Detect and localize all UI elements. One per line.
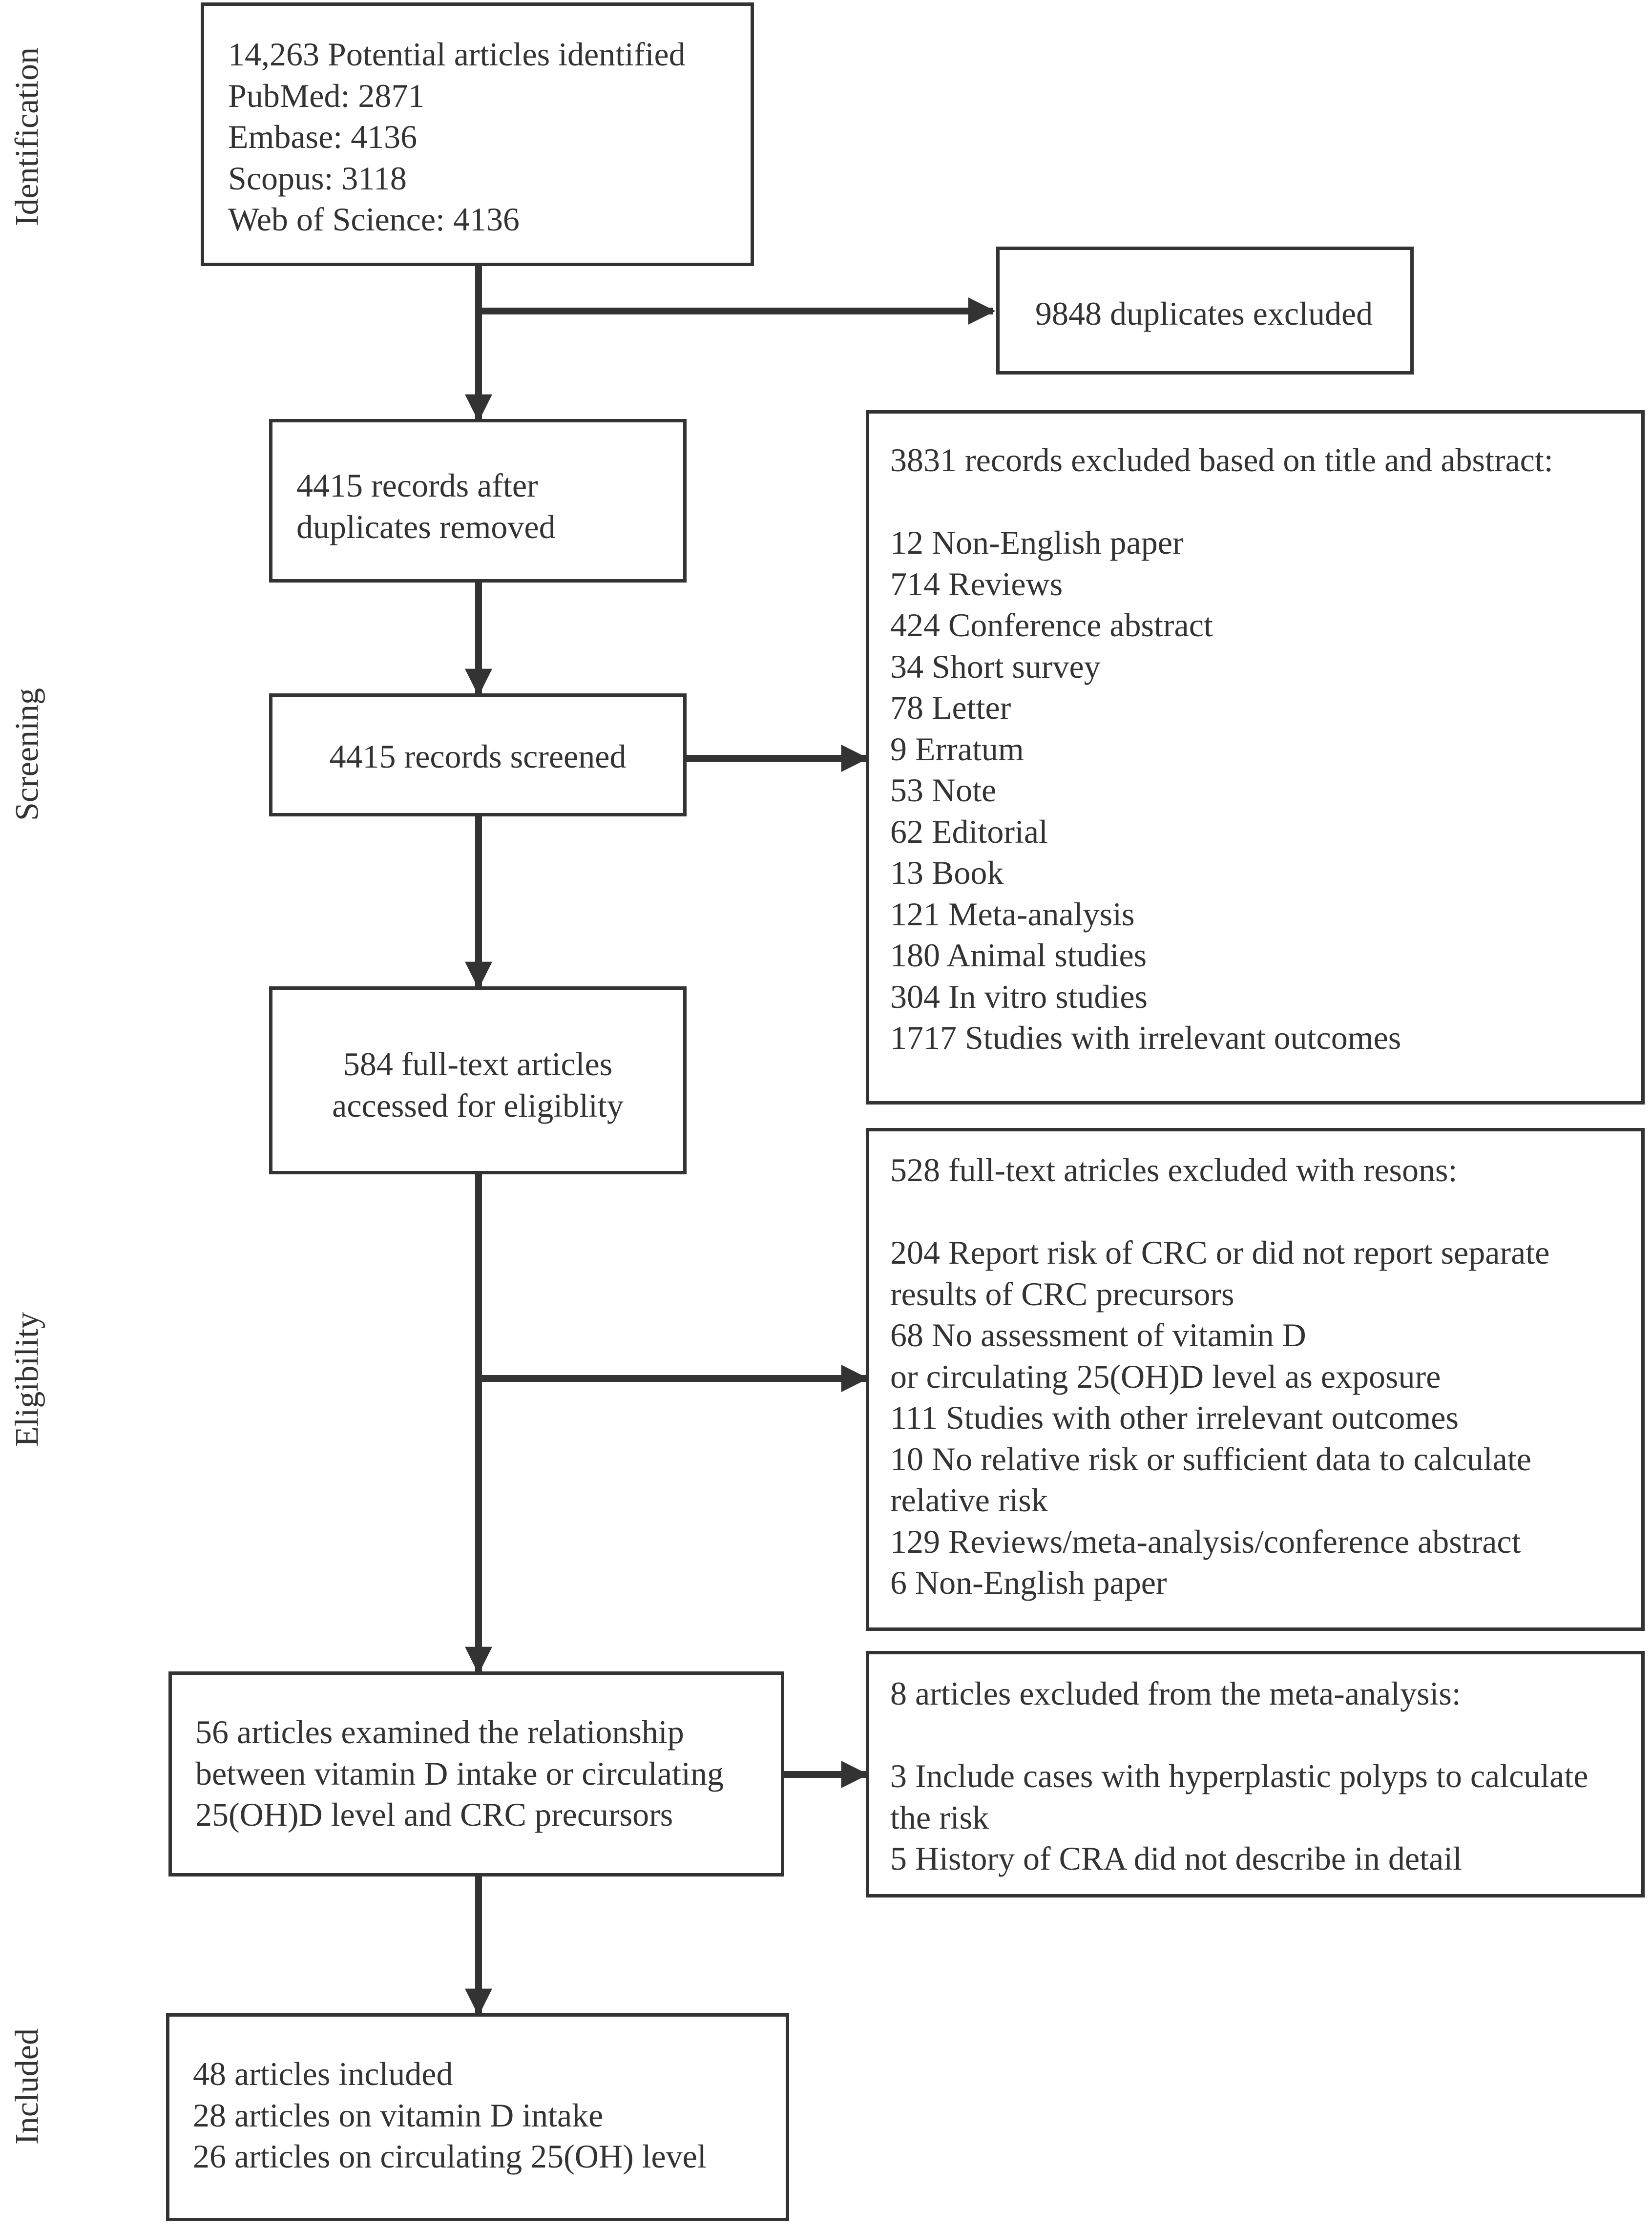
identified-line: Embase: 4136	[228, 118, 418, 155]
stage-eligibility: Eligibility	[8, 1312, 45, 1447]
title-abstract-line: 714 Reviews	[890, 565, 1063, 603]
full-text-excluded-line: or circulating 25(OH)D level as exposure	[890, 1357, 1441, 1395]
title-abstract-line: 180 Animal studies	[890, 937, 1147, 974]
included-line: 48 articles included	[193, 2055, 453, 2092]
included-line: 28 articles on vitamin D intake	[193, 2096, 604, 2134]
full-text-excluded-line: results of CRC precursors	[890, 1275, 1234, 1313]
meta-excluded-line: 8 articles excluded from the meta-analys…	[890, 1675, 1461, 1712]
full-text-excluded-box: 528 full-text atricles excluded with res…	[866, 1128, 1645, 1631]
identified-line: Scopus: 3118	[228, 159, 407, 197]
full-text-assessed-line: 584 full-text articles	[343, 1045, 613, 1083]
title-abstract-line: 9 Erratum	[890, 730, 1024, 768]
title-abstract-line: 34 Short survey	[890, 647, 1101, 685]
stage-screening: Screening	[8, 688, 45, 821]
title-abstract-line	[890, 481, 1553, 522]
full-text-excluded-line: 6 Non-English paper	[890, 1564, 1167, 1601]
full-text-excluded-line: 129 Reviews/meta-analysis/conference abs…	[890, 1522, 1521, 1560]
title-abstract-line: 62 Editorial	[890, 813, 1048, 850]
after-duplicates-line: 4415 records after	[296, 467, 538, 504]
identified-line: Web of Science: 4136	[228, 201, 520, 238]
identified-line: 14,263 Potential articles identified	[228, 36, 686, 73]
title-abstract-line: 12 Non-English paper	[890, 524, 1184, 561]
full-text-excluded-line: 204 Report risk of CRC or did not report…	[890, 1234, 1550, 1271]
included-line: 26 articles on circulating 25(OH) level	[193, 2138, 707, 2175]
full-text-excluded-line: relative risk	[890, 1481, 1048, 1519]
full-text-excluded-line: 528 full-text atricles excluded with res…	[890, 1151, 1458, 1188]
duplicates-excluded-box: 9848 duplicates excluded	[996, 247, 1414, 375]
title-abstract-line: 424 Conference abstract	[890, 606, 1213, 644]
title-abstract-line: 3831 records excluded based on title and…	[890, 441, 1553, 479]
duplicates-excluded-text: 9848 duplicates excluded	[1035, 295, 1373, 332]
identified-line: PubMed: 2871	[228, 77, 425, 114]
after-duplicates-box: 4415 records after duplicates removed	[269, 419, 687, 583]
full-text-excluded-line: 10 No relative risk or sufficient data t…	[890, 1440, 1531, 1478]
title-abstract-line: 121 Meta-analysis	[890, 895, 1135, 933]
full-text-excluded-line: 68 No assessment of vitamin D	[890, 1316, 1306, 1354]
screened-text: 4415 records screened	[329, 738, 627, 775]
stage-included: Included	[8, 2028, 45, 2145]
full-text-assessed-line: accessed for eligiblity	[332, 1086, 624, 1124]
after-duplicates-line: duplicates removed	[296, 508, 556, 545]
title-abstract-line: 78 Letter	[890, 689, 1011, 726]
identified-box: 14,263 Potential articles identified Pub…	[201, 2, 754, 266]
full-text-excluded-line: 111 Studies with other irrelevant outcom…	[890, 1399, 1459, 1436]
examined-line: between vitamin D intake or circulating	[195, 1754, 724, 1792]
meta-excluded-box: 8 articles excluded from the meta-analys…	[866, 1651, 1645, 1897]
meta-excluded-line: 5 History of CRA did not describe in det…	[890, 1840, 1462, 1877]
screened-box: 4415 records screened	[269, 693, 687, 816]
title-abstract-line: 13 Book	[890, 854, 1004, 891]
title-abstract-line: 53 Note	[890, 771, 997, 809]
examined-box: 56 articles examined the relationship be…	[168, 1671, 784, 1877]
stage-identification: Identification	[8, 47, 45, 227]
meta-excluded-line	[890, 1714, 1588, 1756]
full-text-excluded-line	[890, 1191, 1549, 1232]
meta-excluded-line: the risk	[890, 1798, 989, 1836]
examined-line: 56 articles examined the relationship	[195, 1713, 684, 1751]
title-abstract-line: 1717 Studies with irrelevant outcomes	[890, 1019, 1401, 1056]
examined-line: 25(OH)D level and CRC precursors	[195, 1796, 673, 1833]
meta-excluded-line: 3 Include cases with hyperplastic polyps…	[890, 1757, 1589, 1794]
full-text-assessed-box: 584 full-text articles accessed for elig…	[269, 986, 687, 1174]
title-abstract-line: 304 In vitro studies	[890, 978, 1148, 1015]
title-abstract-excluded-box: 3831 records excluded based on title and…	[866, 410, 1645, 1105]
included-box: 48 articles included 28 articles on vita…	[166, 2013, 789, 2221]
